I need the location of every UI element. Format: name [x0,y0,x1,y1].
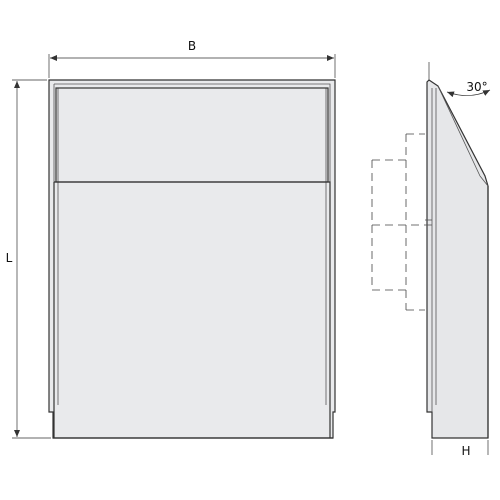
side-hidden-outline [371,133,425,311]
dimension-b-label: B [188,39,196,53]
angle-dimension: 30° [428,62,491,98]
dimension-l-label: L [6,251,13,265]
side-inner-face [431,88,437,412]
side-view [425,79,489,439]
angle-arc [446,89,491,98]
dimension-h: H [431,440,489,458]
side-slant-bottom [479,175,489,187]
dimension-h-label: H [461,444,470,458]
side-slant-inner [437,85,481,177]
front-view [48,79,336,439]
front-outer-frame [48,79,336,439]
dimension-b: B [48,39,336,78]
dimension-l: L [6,79,51,439]
angle-label: 30° [466,80,487,94]
front-lower-body [53,181,331,438]
side-body-profile [426,79,489,439]
